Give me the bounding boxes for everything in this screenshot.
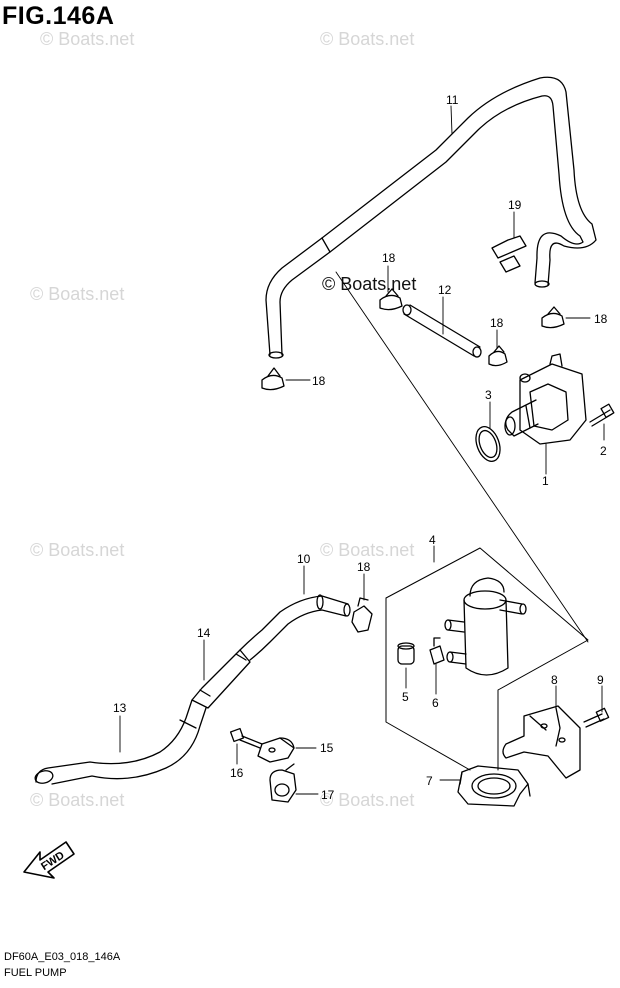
callout-16: 16 [230,766,244,780]
callout-4: 4 [429,533,436,547]
callout-18: 18 [594,312,608,326]
callout-1: 1 [542,474,549,488]
clip-18 [488,345,508,367]
callout-2: 2 [600,444,607,458]
o-ring-3 [475,426,501,462]
watermark: © Boats.net [320,790,414,810]
guide-line [335,271,589,643]
clip-6 [429,637,445,665]
callout-18: 18 [312,374,326,388]
protector-14 [191,649,251,709]
callout-13: 13 [113,701,127,715]
clip-18 [351,597,373,633]
filter-box-4 [385,547,589,771]
callout-10: 10 [297,552,311,566]
bolt-16 [229,727,263,749]
plug-5 [397,642,415,665]
fwd-arrow-icon [23,841,75,879]
diagram-code: DF60A_E03_018_146A [4,951,121,963]
watermark: © Boats.net [320,29,414,49]
watermark: © Boats.net [322,274,416,294]
clamp-17 [269,763,297,803]
clamp-19 [491,235,527,273]
hose-10 [239,594,351,661]
watermark: © Boats.net [30,790,124,810]
watermarks: © Boats.net © Boats.net © Boats.net © Bo… [30,29,416,810]
callout-18: 18 [490,316,504,330]
callout-18: 18 [382,251,396,265]
callout-5: 5 [402,690,409,704]
band-7 [457,765,531,807]
callout-11: 11 [446,93,459,107]
callout-15: 15 [320,741,334,755]
callout-labels: 11 19 18 12 18 18 18 3 2 1 4 10 18 14 13… [113,93,608,802]
callout-17: 17 [321,788,335,802]
figure-title: FIG.146A [2,2,115,30]
callout-7: 7 [426,774,433,788]
fuel-pump-1 [504,353,587,445]
bolt-9 [583,707,610,728]
callout-12: 12 [438,283,452,297]
callout-18: 18 [357,560,371,574]
hose-12 [402,304,482,358]
clip-18 [541,306,565,329]
callout-3: 3 [485,388,492,402]
watermark: © Boats.net [40,29,134,49]
callout-8: 8 [551,673,558,687]
clip-18 [379,288,403,311]
callout-6: 6 [432,696,439,710]
hose-11 [265,76,597,359]
watermark: © Boats.net [30,540,124,560]
bolt-2 [589,403,615,427]
clip-18 [261,367,285,391]
fuel-filter-4 [444,577,527,676]
callout-19: 19 [508,198,522,212]
diagram-name: FUEL PUMP [4,967,67,979]
callout-14: 14 [197,626,211,640]
leader-lines [119,105,605,795]
bracket-8 [502,705,581,779]
callout-9: 9 [597,673,604,687]
clamp-15 [257,737,295,763]
hose-13 [34,699,207,785]
watermark: © Boats.net [320,540,414,560]
watermark: © Boats.net [30,284,124,304]
